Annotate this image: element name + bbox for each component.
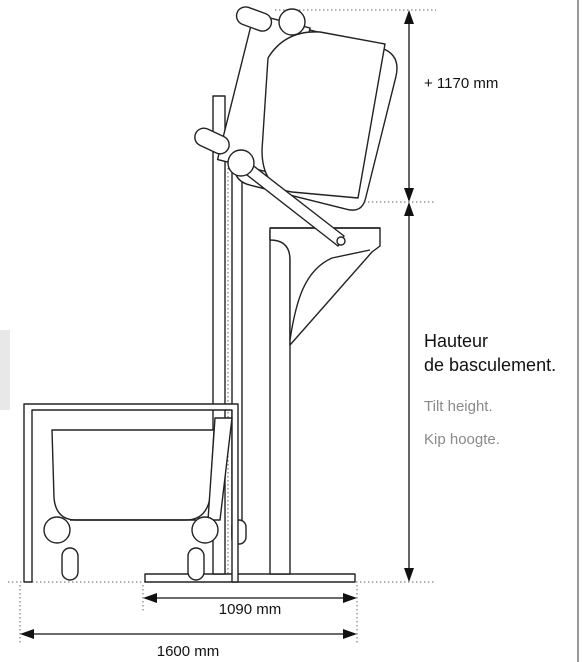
caster-left	[61, 547, 79, 581]
bin-hook	[207, 417, 233, 521]
tilt-height-fr-line2: de basculement.	[424, 355, 557, 375]
top-wheel	[278, 8, 306, 36]
mast-front	[269, 229, 291, 575]
tilted-bin-front	[261, 31, 386, 199]
arm-pivot	[336, 236, 346, 246]
base-plate	[144, 573, 356, 583]
ground-bin	[51, 429, 215, 521]
tilt-height-fr-line1: Hauteur	[424, 331, 489, 351]
top-handle	[235, 6, 273, 32]
overall-depth-label: 1600 mm	[157, 643, 220, 660]
lift-dimension-label: + 1170 mm	[424, 75, 498, 92]
tilt-height-nl: Kip hoogte.	[424, 431, 500, 448]
lower-wheel	[227, 149, 255, 177]
lower-handle	[194, 127, 230, 155]
caster-right	[187, 547, 205, 581]
base-depth-label: 1090 mm	[219, 601, 282, 618]
ground-wheel-right	[191, 516, 219, 544]
tilt-bracket-curve	[289, 249, 371, 341]
edge-shadow	[0, 330, 10, 410]
tilt-bracket	[269, 227, 381, 346]
ground-frame	[23, 403, 239, 583]
tilt-height-en: Tilt height.	[424, 398, 493, 415]
machine-drawing	[23, 6, 398, 583]
dimension-lines	[20, 10, 414, 639]
ground-wheel-left	[43, 516, 71, 544]
